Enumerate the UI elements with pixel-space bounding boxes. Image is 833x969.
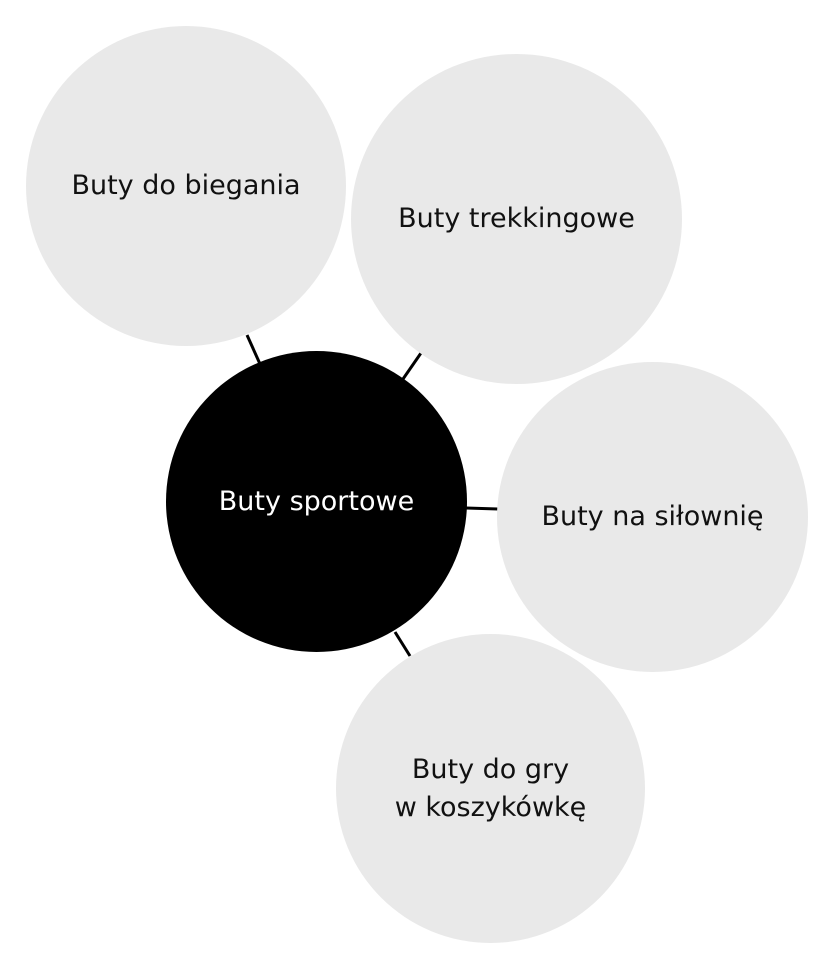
node-trekking-shoes: Buty trekkingowe [351, 54, 682, 384]
node-basketball-shoes: Buty do gry w koszykówkę [336, 634, 645, 943]
node-center-sports-shoes: Buty sportowe [166, 351, 467, 652]
connector-running [245, 334, 262, 365]
node-label: Buty do gry w koszykówkę [394, 753, 587, 823]
node-gym-shoes: Buty na siłownię [497, 362, 808, 672]
node-label: Buty trekkingowe [398, 203, 635, 234]
node-label: Buty na siłownię [541, 501, 764, 532]
center-label: Buty sportowe [218, 485, 415, 517]
node-label: Buty do biegania [71, 170, 301, 201]
connector-gym [465, 506, 499, 511]
connector-basketball [393, 631, 412, 657]
node-running-shoes: Buty do biegania [26, 26, 346, 346]
connector-trekking [401, 352, 423, 380]
